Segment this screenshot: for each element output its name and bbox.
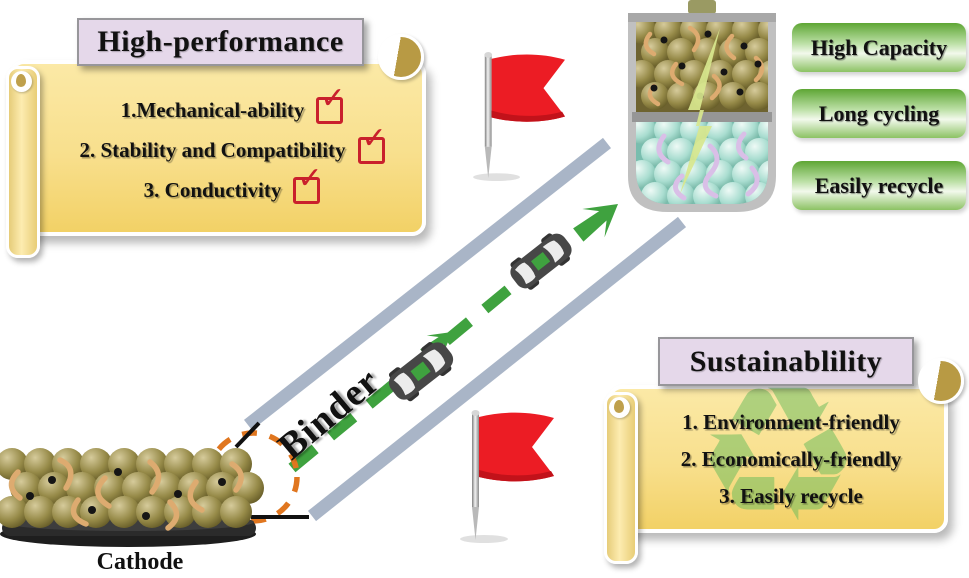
sustainability-item-label: 3. Easily recycle — [719, 484, 863, 508]
sustainability-title: Sustainablility — [658, 337, 914, 386]
sustainability-panel: ♻ 1. Environment-friendly 2. Economicall… — [608, 346, 948, 565]
cathode-illustration — [0, 448, 264, 547]
sustainability-item-label: 2. Economically-friendly — [680, 447, 902, 471]
checklist-item: 3. Conductivity ✓ — [48, 163, 416, 210]
check-icon: ✓ — [361, 120, 387, 156]
sustainability-title-text: Sustainablility — [689, 344, 883, 378]
scroll-curl-icon — [11, 71, 32, 92]
battery-terminal — [688, 0, 716, 14]
road-rails — [243, 137, 687, 522]
checklist-item-label: 3. Conductivity — [143, 177, 282, 202]
binder-strands — [8, 457, 244, 531]
cathode-particles — [0, 448, 264, 528]
checked-checkbox-icon: ✓ — [316, 83, 346, 124]
checklist-item: 1.Mechanical-ability ✓ — [48, 83, 416, 130]
arrow-icon — [573, 204, 618, 242]
conductive-dots — [26, 468, 226, 520]
scroll-curl-icon — [378, 34, 424, 80]
flag-icon — [473, 51, 565, 182]
lightning-icon — [680, 28, 720, 194]
flag-icon — [460, 410, 554, 543]
sustainability-item: 3. Easily recycle — [642, 478, 940, 515]
benefit-label: Long cycling — [818, 100, 940, 126]
checked-checkbox-icon: ✓ — [293, 163, 322, 204]
high-performance-title-text: High-performance — [97, 25, 344, 58]
cathode-label: Cathode — [96, 549, 184, 575]
checklist-item-label: 2. Stability and Compatibility — [79, 137, 346, 162]
benefit-pill: Long cycling — [792, 89, 966, 138]
battery-illustration — [628, 0, 776, 212]
car-icon — [388, 342, 454, 402]
battery-cathode-layer — [636, 22, 768, 112]
sustainability-item: 1. Environment-friendly — [642, 404, 940, 441]
high-performance-panel: 1.Mechanical-ability ✓ 2. Stability and … — [10, 60, 426, 236]
scroll-roll-left — [6, 66, 40, 258]
scroll-roll-left — [604, 392, 638, 564]
scroll-curl-icon — [918, 358, 964, 404]
checked-checkbox-icon: ✓ — [357, 123, 387, 164]
scroll-curl-icon — [609, 397, 630, 418]
car-icon — [510, 233, 572, 290]
battery-anode-layer — [636, 122, 768, 204]
benefit-pill: High Capacity — [792, 23, 966, 72]
benefit-label: High Capacity — [810, 34, 948, 60]
check-icon: ✓ — [320, 80, 346, 116]
benefit-label: Easily recycle — [814, 172, 944, 198]
high-performance-title: High-performance — [77, 18, 364, 66]
benefit-pill: Easily recycle — [792, 161, 966, 210]
sustainability-item: 2. Economically-friendly — [642, 441, 940, 478]
checklist-item: 2. Stability and Compatibility ✓ — [48, 123, 416, 170]
checklist-item-label: 1.Mechanical-ability — [120, 97, 305, 122]
check-icon: ✓ — [297, 160, 323, 196]
sustainability-item-label: 1. Environment-friendly — [682, 410, 900, 434]
